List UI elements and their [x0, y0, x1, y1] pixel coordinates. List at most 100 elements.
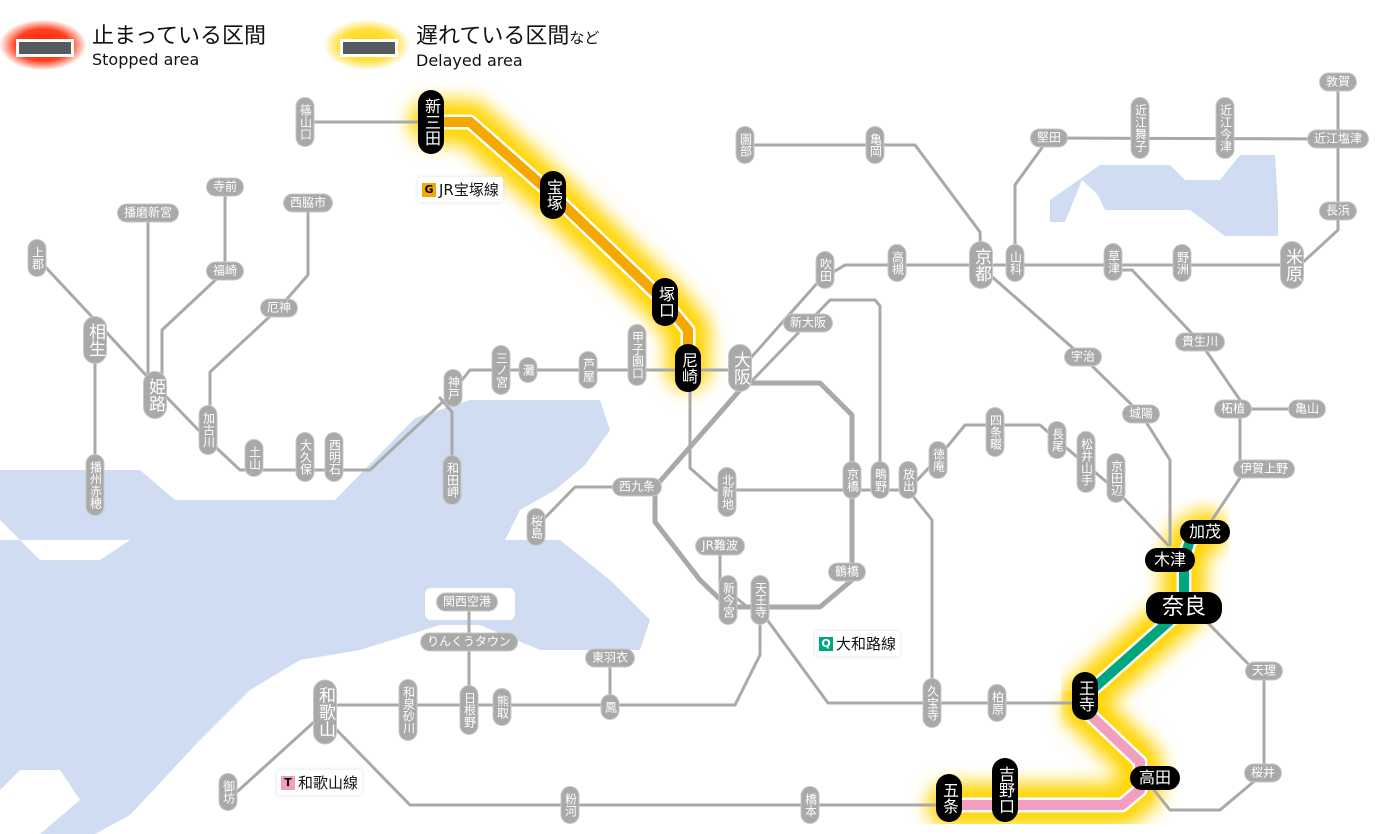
yamatoji-gray [758, 608, 1087, 705]
station-kamo[interactable]: 加茂 [1179, 520, 1231, 544]
station-katata[interactable]: 堅田 [1030, 129, 1068, 147]
station-hanaten[interactable]: 放出 [899, 462, 917, 498]
station-tokuan[interactable]: 徳庵 [929, 442, 947, 478]
station-shijonawate[interactable]: 四条畷 [986, 408, 1004, 456]
station-nishiakashi[interactable]: 西明石 [325, 433, 343, 481]
station-oji[interactable]: 王寺 [1072, 672, 1098, 720]
station-fukusaki[interactable]: 福崎 [206, 262, 244, 280]
station-kizu[interactable]: 木津 [1144, 548, 1196, 572]
station-nada[interactable]: 灘 [519, 358, 537, 382]
station-uji[interactable]: 宇治 [1064, 348, 1102, 366]
station-tsuchiyama[interactable]: 土山 [245, 440, 263, 476]
station-kibukawa[interactable]: 貴生川 [1175, 333, 1225, 351]
station-hineno[interactable]: 日根野 [460, 686, 478, 734]
station-omimaiko[interactable]: 近江舞子 [1131, 98, 1149, 158]
station-kokawa[interactable]: 粉河 [561, 787, 579, 823]
station-kakogawa[interactable]: 加古川 [199, 406, 217, 454]
osaka-loop-line [652, 380, 855, 610]
station-tsukaguchi[interactable]: 塚口 [652, 278, 678, 326]
station-kamigori[interactable]: 上郡 [28, 240, 46, 276]
station-gojo[interactable]: 五条 [936, 774, 962, 822]
station-sakurai[interactable]: 桜井 [1244, 764, 1282, 782]
station-tennoji[interactable]: 天王寺 [751, 576, 769, 624]
takarazuka-line-delayed-border [423, 114, 696, 376]
station-kansaikuko[interactable]: 関西空港 [436, 593, 498, 611]
station-kyobashi[interactable]: 京橋 [843, 462, 861, 498]
route-label-wakayama[interactable]: T 和歌山線 [277, 770, 363, 795]
station-nishikujo[interactable]: 西九条 [612, 478, 662, 496]
station-kashiwara[interactable]: 柏原 [988, 685, 1006, 721]
station-omishiotsu[interactable]: 近江塩津 [1307, 130, 1369, 148]
station-tenri[interactable]: 天理 [1245, 662, 1283, 680]
station-kyoto[interactable]: 京都 [970, 242, 992, 288]
station-otori[interactable]: 鳳 [601, 695, 619, 719]
legend-stopped-en: Stopped area [92, 50, 200, 69]
legend-delayed-suffix: など [569, 29, 600, 47]
station-banshuako[interactable]: 播州赤穂 [86, 455, 104, 515]
station-rinkutown[interactable]: りんくうタウン [421, 633, 517, 651]
legend-delayed-jp: 遅れている区間 [416, 24, 570, 49]
station-wakayama[interactable]: 和歌山 [314, 680, 336, 744]
station-kameyama[interactable]: 亀山 [1288, 400, 1326, 418]
route-label-yamatoji[interactable]: Q 大和路線 [815, 631, 901, 656]
station-kumatori[interactable]: 熊取 [493, 689, 511, 725]
station-ashiya[interactable]: 芦屋 [579, 352, 597, 388]
station-yoshinoguchi[interactable]: 吉野口 [992, 758, 1018, 822]
station-shinosaka[interactable]: 新大阪 [783, 314, 833, 332]
station-shigino[interactable]: 鴫野 [871, 462, 889, 498]
station-takada[interactable]: 高田 [1129, 766, 1181, 790]
station-yasu[interactable]: 野洲 [1173, 245, 1191, 281]
wakayama-line-west [323, 716, 951, 807]
station-sonobe[interactable]: 園部 [736, 127, 754, 163]
station-shinsanda[interactable]: 新三田 [418, 90, 444, 154]
station-okubo[interactable]: 大久保 [296, 433, 314, 481]
station-yamashina[interactable]: 山科 [1006, 245, 1024, 281]
station-aioi[interactable]: 相生 [84, 317, 106, 363]
station-kusatsu[interactable]: 草津 [1104, 244, 1122, 280]
station-higashihagoromo[interactable]: 東羽衣 [585, 649, 635, 667]
station-amagasaki[interactable]: 尼崎 [675, 344, 701, 392]
station-kyuhoji[interactable]: 久宝寺 [923, 679, 941, 727]
station-suita[interactable]: 吹田 [816, 252, 834, 288]
station-sakurajima[interactable]: 桜島 [527, 509, 545, 545]
station-joyo[interactable]: 城陽 [1122, 405, 1160, 423]
station-omiimazu[interactable]: 近江今津 [1216, 98, 1234, 158]
takarazuka-line-delayed [426, 117, 693, 373]
osaka-higashi-south [906, 488, 934, 705]
station-kyotanabe[interactable]: 京田辺 [1107, 454, 1125, 502]
station-igaueno[interactable]: 伊賀上野 [1233, 460, 1295, 478]
station-osaka[interactable]: 大阪 [729, 345, 751, 391]
station-koshienguchi[interactable]: 甲子園口 [628, 325, 646, 385]
station-harimashingu[interactable]: 播磨新宮 [117, 204, 179, 222]
station-kobe[interactable]: 神戸 [444, 370, 462, 406]
station-tsuruga[interactable]: 敦賀 [1319, 73, 1357, 91]
station-izumisunagawa[interactable]: 和泉砂川 [399, 680, 417, 740]
station-nishiwakishi[interactable]: 西脇市 [283, 194, 333, 212]
station-maibara[interactable]: 米原 [1281, 242, 1303, 288]
station-jrnamba[interactable]: JR難波 [696, 537, 744, 555]
station-takatsuki[interactable]: 高槻 [888, 245, 906, 281]
station-tsuruhashi[interactable]: 鶴橋 [828, 563, 866, 581]
station-nara[interactable]: 奈良 [1145, 592, 1223, 624]
station-himeji[interactable]: 姫路 [144, 372, 166, 418]
station-matsuiyamate[interactable]: 松井山手 [1077, 432, 1095, 492]
station-tsuge[interactable]: 柘植 [1214, 400, 1252, 418]
station-kitashinchi[interactable]: 北新地 [718, 468, 736, 516]
legend-stopped-jp: 止まっている区間 [92, 24, 267, 49]
hanwa-line [323, 598, 762, 707]
route-label-takarazuka[interactable]: G JR宝塚線 [418, 177, 503, 202]
station-shinimamiya[interactable]: 新今宮 [719, 576, 737, 624]
station-sannomiya[interactable]: 三ノ宮 [492, 346, 510, 394]
sagano-line [743, 143, 983, 267]
station-teramae[interactable]: 寺前 [206, 178, 244, 196]
station-hashimoto[interactable]: 橋本 [801, 787, 819, 823]
route-name: 和歌山線 [298, 774, 359, 792]
station-takarazuka[interactable]: 宝塚 [540, 171, 566, 219]
station-wadamisaki[interactable]: 和田岬 [443, 456, 461, 504]
station-sasayamaguchi[interactable]: 篠山口 [296, 98, 314, 146]
station-yakujin[interactable]: 厄神 [260, 299, 298, 317]
station-kameoka[interactable]: 亀岡 [866, 127, 884, 163]
station-nagahama[interactable]: 長浜 [1319, 202, 1357, 220]
station-nagao[interactable]: 長尾 [1048, 422, 1066, 458]
station-gobo[interactable]: 御坊 [219, 774, 237, 810]
